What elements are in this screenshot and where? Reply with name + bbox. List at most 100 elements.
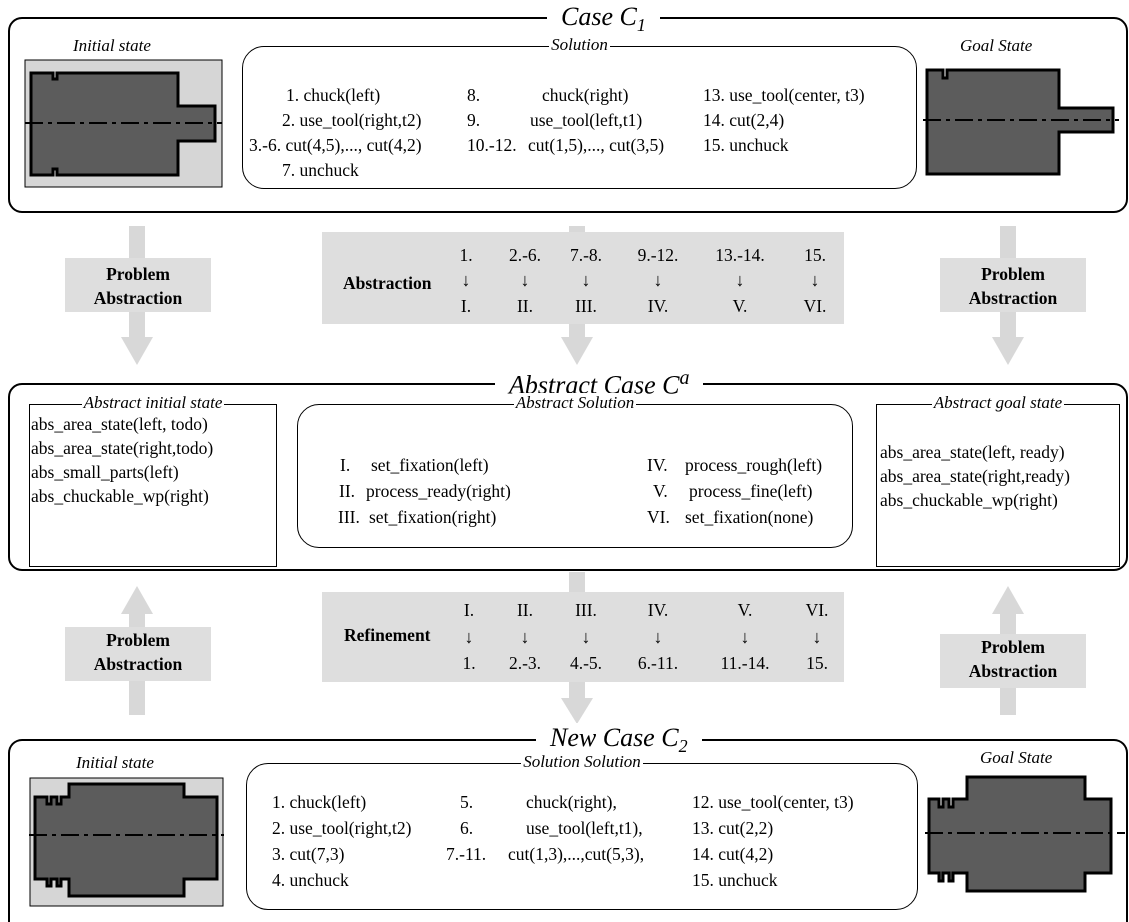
abstract-solution-num: III. (338, 507, 360, 527)
case2-step: 2. use_tool(right,t2) (272, 818, 412, 838)
abstract-solution-op: set_fixation(none) (685, 507, 814, 527)
abstract-solution-op: set_fixation(left) (371, 455, 489, 475)
case2-step: 14. cut(4,2) (692, 844, 774, 864)
case2-step-num: 6. (460, 818, 474, 838)
abstraction-arrow-icon: ↓ (735, 270, 745, 290)
case2-step-text: use_tool(left,t1), (526, 818, 643, 838)
case2-step-num: 7.-11. (446, 844, 487, 864)
abstract-solution-num: IV. (647, 455, 668, 475)
abstraction-source-step: 13.-14. (715, 245, 765, 265)
case1-step-text: use_tool(left,t1) (530, 110, 643, 130)
case1-step: 3.-6. cut(4,5),..., cut(4,2) (249, 135, 422, 155)
case1-step: 7. unchuck (282, 160, 359, 180)
case1-step: 15. unchuck (703, 135, 789, 155)
refinement-arrow-icon: ↓ (581, 627, 591, 647)
abstract-solution-op: process_rough(left) (685, 455, 823, 475)
abstraction-arrow-icon: ↓ (461, 270, 471, 290)
abstract-solution-num: V. (653, 481, 668, 501)
case2-step: 12. use_tool(center, t3) (692, 792, 854, 812)
abstraction-source-step: 7.-8. (569, 245, 603, 265)
abstraction-target-step: VI. (803, 296, 827, 316)
abstraction-target-step: I. (460, 296, 472, 316)
abstract-solution-num: I. (340, 455, 351, 475)
case1-step: 13. use_tool(center, t3) (703, 85, 865, 105)
abstraction-target-step: II. (516, 296, 534, 316)
abstraction-arrow-icon: ↓ (810, 270, 820, 290)
abstraction-source-step: 15. (804, 245, 826, 265)
arrow-center-top-down-head (561, 337, 593, 365)
abstract-solution-op: process_fine(left) (689, 481, 813, 501)
case2-initial-label: Initial state (76, 753, 154, 772)
case1-initial-workpiece (24, 59, 223, 188)
abstract-solution-num: VI. (647, 507, 670, 527)
abstract-initial-box: Abstract initial state (29, 393, 277, 567)
abstraction-source-step: 2.-6. (508, 245, 542, 265)
abstraction-panel (322, 232, 844, 324)
abstraction-source-step: 1. (459, 245, 473, 265)
refinement-target-step: 2.-3. (508, 653, 542, 673)
refinement-source-step: II. (516, 600, 534, 620)
abstract-solution-op: set_fixation(right) (369, 507, 497, 527)
abstract-case-title: Abstract Case Ca (495, 367, 704, 401)
case2-step: 13. cut(2,2) (692, 818, 774, 838)
arrow-left-top-down-head (121, 337, 153, 365)
refinement-source-step: I. (463, 600, 475, 620)
case2-goal-workpiece (925, 775, 1125, 893)
refinement-arrow-icon: ↓ (520, 627, 530, 647)
refinement-arrow-icon: ↓ (812, 627, 822, 647)
case1-step-text: chuck(right) (542, 85, 629, 105)
case2-step-text: chuck(right), (526, 792, 617, 812)
case1-step: 14. cut(2,4) (703, 110, 785, 130)
refinement-target-step: 15. (806, 653, 828, 673)
problem-abstraction-label-left-bottom: Problem Abstraction (65, 627, 211, 681)
refinement-label: Refinement (344, 625, 431, 645)
case2-step: 3. cut(7,3) (272, 844, 345, 864)
refinement-source-step: IV. (647, 600, 669, 620)
abstract-goal-fact: abs_area_state(right,ready) (880, 466, 1070, 486)
abstraction-source-step: 9.-12. (637, 245, 679, 265)
abstract-initial-fact: abs_area_state(left, todo) (31, 414, 208, 434)
case1-step: 1. chuck(left) (286, 85, 381, 105)
case1-step: 2. use_tool(right,t2) (282, 110, 422, 130)
case2-step-num: 5. (460, 792, 474, 812)
case1-step-num: 9. (467, 110, 481, 130)
refinement-arrow-icon: ↓ (740, 627, 750, 647)
arrow-right-bottom-up-head (992, 586, 1024, 614)
refinement-target-step: 4.-5. (569, 653, 603, 673)
abstraction-label: Abstraction (343, 273, 432, 293)
case1-step-text: cut(1,5),..., cut(3,5) (528, 135, 665, 155)
case2-title: New Case C2 (536, 723, 702, 758)
abstract-solution-num: II. (339, 481, 356, 501)
case2-step: 4. unchuck (272, 870, 349, 890)
case1-goal-label: Goal State (960, 36, 1033, 55)
case1-solution-box: Solution (242, 35, 917, 189)
case2-goal-label: Goal State (980, 748, 1053, 767)
arrow-center-bottom-down-head (561, 698, 593, 724)
case1-step-num: 8. (467, 85, 481, 105)
abstraction-arrow-icon: ↓ (520, 270, 530, 290)
abstract-goal-fact: abs_area_state(left, ready) (880, 442, 1065, 462)
case1-goal-workpiece (923, 68, 1119, 176)
case1-title: Case C1 (547, 2, 660, 37)
refinement-panel (322, 592, 844, 682)
refinement-target-step: 11.-14. (720, 653, 770, 673)
case2-step: 1. chuck(left) (272, 792, 367, 812)
case1-initial-label: Initial state (73, 36, 151, 55)
refinement-source-step: III. (575, 600, 597, 620)
abstraction-arrow-icon: ↓ (581, 270, 591, 290)
refinement-source-step: VI. (805, 600, 829, 620)
refinement-target-step: 6.-11. (637, 653, 679, 673)
arrow-right-top-down-head (992, 337, 1024, 365)
abstract-initial-fact: abs_small_parts(left) (31, 462, 179, 482)
abstract-initial-fact: abs_chuckable_wp(right) (31, 486, 209, 506)
abstract-initial-fact: abs_area_state(right,todo) (31, 438, 214, 458)
abstract-solution-op: process_ready(right) (366, 481, 511, 501)
case1-step-num: 10.-12. (467, 135, 517, 155)
problem-abstraction-label-right-top: Problem Abstraction (940, 258, 1086, 312)
abstract-goal-fact: abs_chuckable_wp(right) (880, 490, 1058, 510)
problem-abstraction-label-right-bottom: Problem Abstraction (940, 634, 1086, 688)
abstraction-arrow-icon: ↓ (653, 270, 663, 290)
refinement-target-step: 1. (462, 653, 476, 673)
case2-step: 15. unchuck (692, 870, 778, 890)
case2-initial-workpiece (29, 777, 224, 907)
